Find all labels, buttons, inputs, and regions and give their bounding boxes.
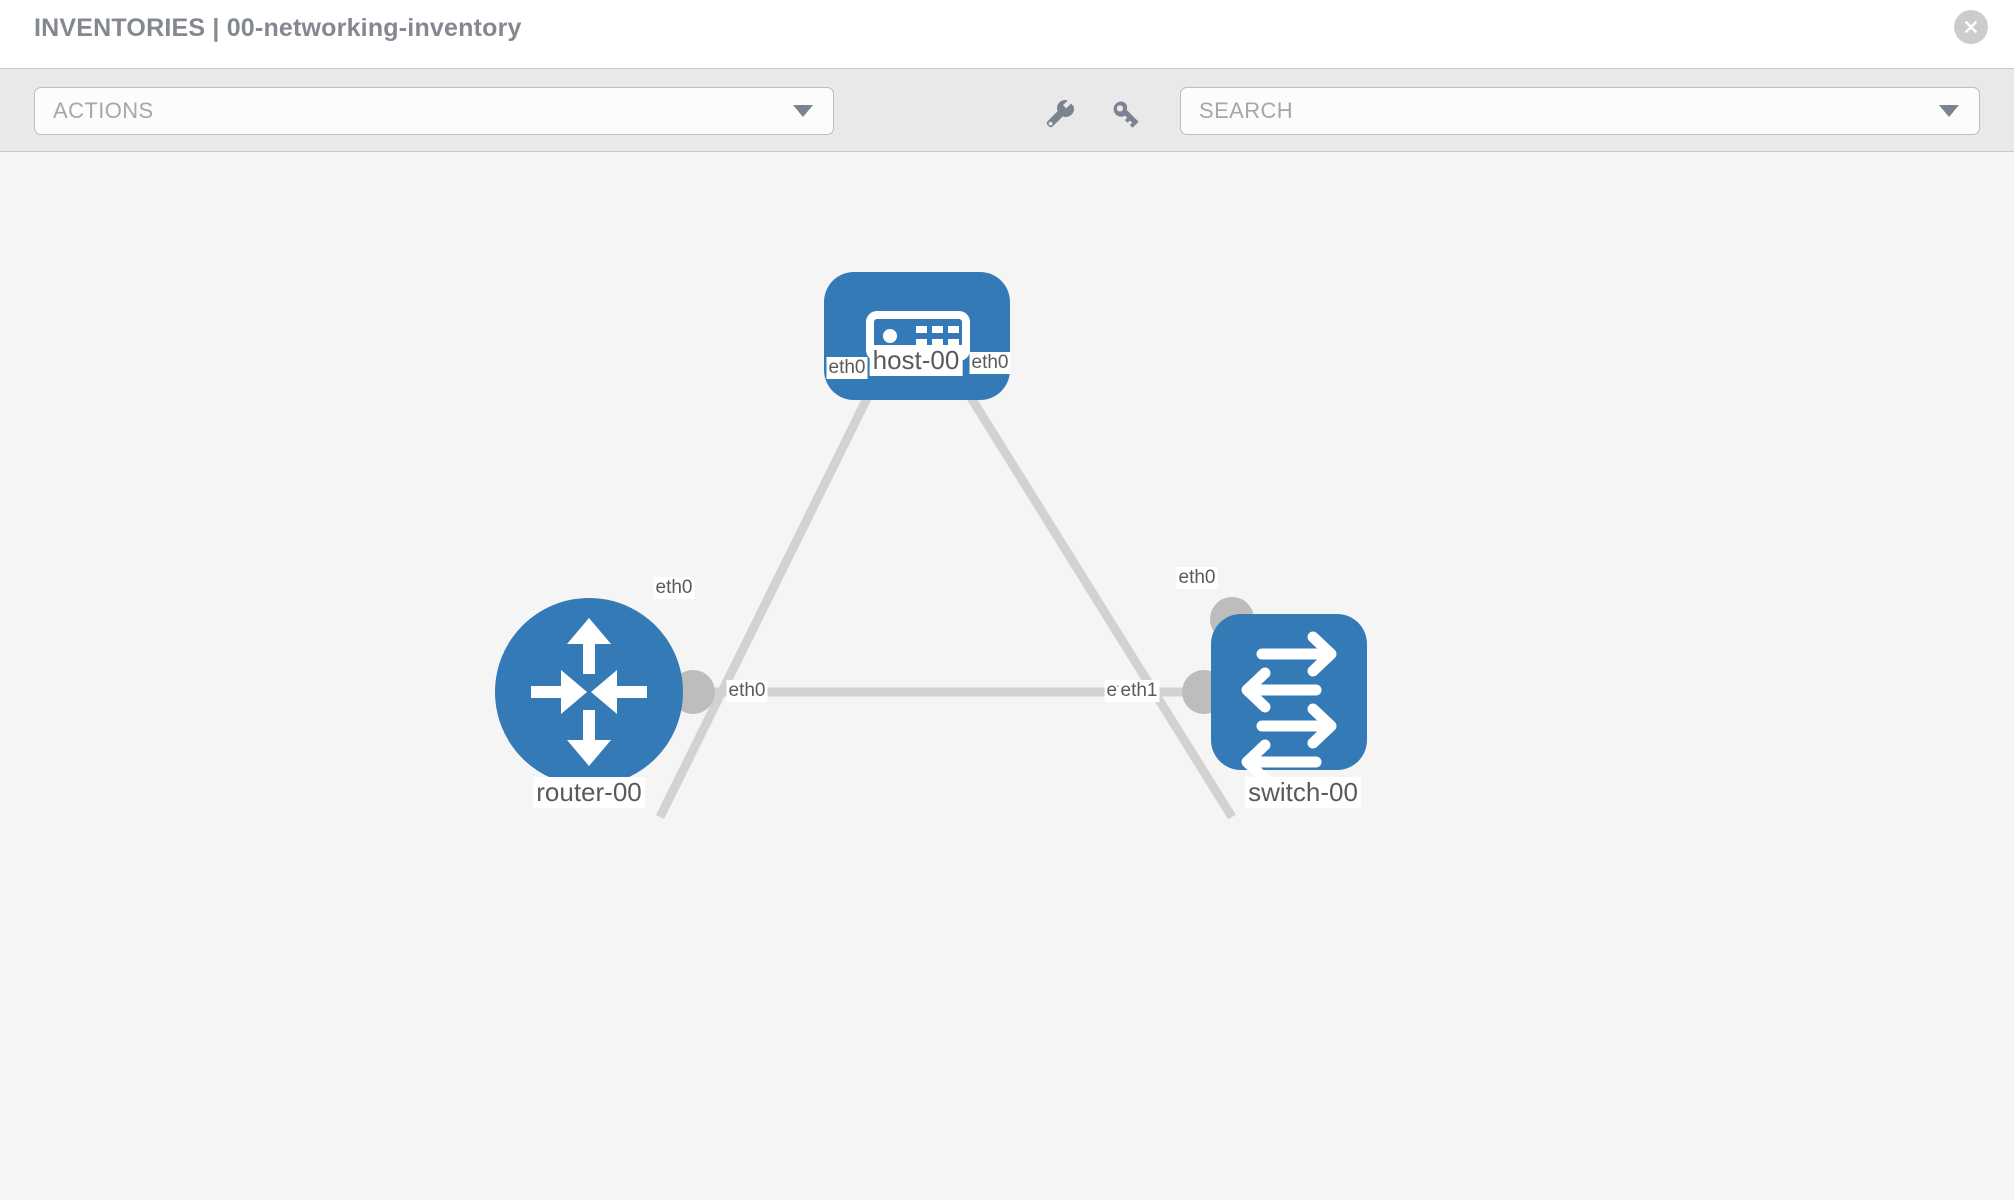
wrench-button[interactable] xyxy=(1040,95,1080,135)
topology-links xyxy=(655,369,1236,820)
switch-arrows-icon xyxy=(1241,631,1337,785)
iface-label: eth0 xyxy=(726,680,768,702)
chevron-down-icon xyxy=(793,105,813,117)
topology-canvas[interactable]: eth0 eth0 eth0 eth0 eth0 eth0 eth1 host-… xyxy=(0,152,2014,1200)
chevron-down-icon xyxy=(1939,105,1959,117)
page-title: INVENTORIES | 00-networking-inventory xyxy=(34,14,522,42)
node-label-switch-00: switch-00 xyxy=(1245,777,1361,808)
node-label-host-00: host-00 xyxy=(869,345,963,376)
iface-label: eth0 xyxy=(653,577,695,599)
close-button[interactable] xyxy=(1954,10,1988,44)
node-label-router-00: router-00 xyxy=(533,777,645,808)
iface-label: eth0 xyxy=(969,352,1011,374)
link-host00-switch00[interactable] xyxy=(951,369,1236,820)
toolbar: ACTIONS SEARCH xyxy=(0,68,2014,152)
close-icon xyxy=(1964,20,1978,34)
router-arrows-icon xyxy=(531,618,647,766)
iface-label: eth0 xyxy=(826,357,868,379)
key-button[interactable] xyxy=(1105,95,1145,135)
link-host00-router00[interactable] xyxy=(655,370,885,819)
node-router-00[interactable] xyxy=(495,598,683,786)
actions-dropdown[interactable]: ACTIONS xyxy=(34,87,834,135)
search-placeholder: SEARCH xyxy=(1199,98,1294,123)
node-host-00[interactable] xyxy=(824,272,1010,400)
iface-label: eth1 xyxy=(1118,680,1160,702)
topology-graph xyxy=(495,272,1367,820)
wrench-icon xyxy=(1046,100,1074,128)
actions-dropdown-label: ACTIONS xyxy=(53,98,154,123)
search-input[interactable]: SEARCH xyxy=(1180,87,1980,135)
key-icon xyxy=(1113,101,1139,128)
iface-label: eth0 xyxy=(1176,567,1218,589)
node-switch-00[interactable] xyxy=(1211,614,1367,785)
page-header: INVENTORIES | 00-networking-inventory xyxy=(0,0,2014,68)
